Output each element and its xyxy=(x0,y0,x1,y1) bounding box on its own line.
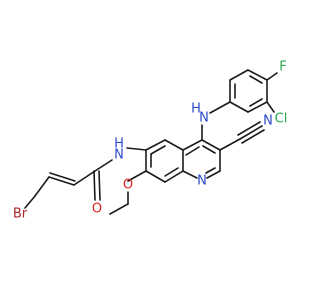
bond-nh-c6 xyxy=(126,147,147,151)
bond-ch-ch-single xyxy=(48,176,75,186)
chemical-structure-diagram: Br O H N H N F Cl O N N xyxy=(13,60,287,222)
bond-c5a-c4 xyxy=(182,139,203,151)
bond-co-nh xyxy=(94,159,113,172)
bond-c3-cn xyxy=(219,138,241,151)
bond-ch2-ch xyxy=(34,176,50,197)
atom-quinoline-nitrogen: N xyxy=(197,174,207,189)
bond-ch-ch-double xyxy=(49,172,76,182)
bond-c2-n1-inner xyxy=(205,167,216,174)
bond-c6-c5 xyxy=(145,139,166,151)
bond-br-c xyxy=(24,195,36,209)
bond-c8a-c8 xyxy=(164,170,184,183)
bond-c8a-c8-inner xyxy=(164,167,179,177)
bond-co-o-a xyxy=(93,170,96,201)
bond-c5-c5a xyxy=(164,139,184,151)
bond-c8-c7 xyxy=(145,170,166,183)
atom-fluorine: F xyxy=(279,60,286,75)
atom-amine-hydrogen: H xyxy=(191,102,201,117)
bond-ph-6 xyxy=(229,101,249,113)
bond-layer xyxy=(24,69,278,215)
bond-nh-c1prime xyxy=(209,101,231,114)
bond-c5a-c4-inner xyxy=(185,146,200,156)
bond-ph-2 xyxy=(229,69,249,81)
bond-c4-c3 xyxy=(201,139,221,151)
bond-cn-triple-c xyxy=(241,129,265,144)
bond-ph-inner-2 xyxy=(249,75,263,84)
bond-c2-n1 xyxy=(206,170,221,179)
bond-n1-c8a xyxy=(182,170,198,179)
bond-c-f xyxy=(266,72,278,81)
atom-oxygen-ethoxy: O xyxy=(123,178,133,193)
bond-c6-c5-inner xyxy=(150,145,166,155)
bond-ph-inner-3 xyxy=(249,98,263,107)
bond-cn-triple-a xyxy=(239,125,263,140)
atom-amine-nitrogen: N xyxy=(199,111,209,126)
atom-label-layer: Br O H N H N F Cl O N N xyxy=(13,60,287,222)
bond-ph-5 xyxy=(247,101,268,113)
atom-chlorine: Cl xyxy=(275,112,288,127)
bond-ph-3 xyxy=(247,69,268,81)
atom-bromine: Br xyxy=(13,207,28,222)
bond-cn-triple-b xyxy=(237,121,261,136)
bond-c4-c3-inner xyxy=(202,145,216,154)
bond-c7-o xyxy=(127,170,147,182)
bond-co-o-b xyxy=(98,170,101,201)
atom-amide-nitrogen: N xyxy=(114,148,124,163)
atom-amide-hydrogen: H xyxy=(114,137,124,152)
atom-oxygen-carbonyl: O xyxy=(92,202,102,217)
bond-ch2-ch3 xyxy=(109,203,129,215)
bond-c-cl xyxy=(266,101,275,113)
bond-ch-co xyxy=(73,170,96,186)
atom-nitrile-nitrogen: N xyxy=(263,114,273,129)
